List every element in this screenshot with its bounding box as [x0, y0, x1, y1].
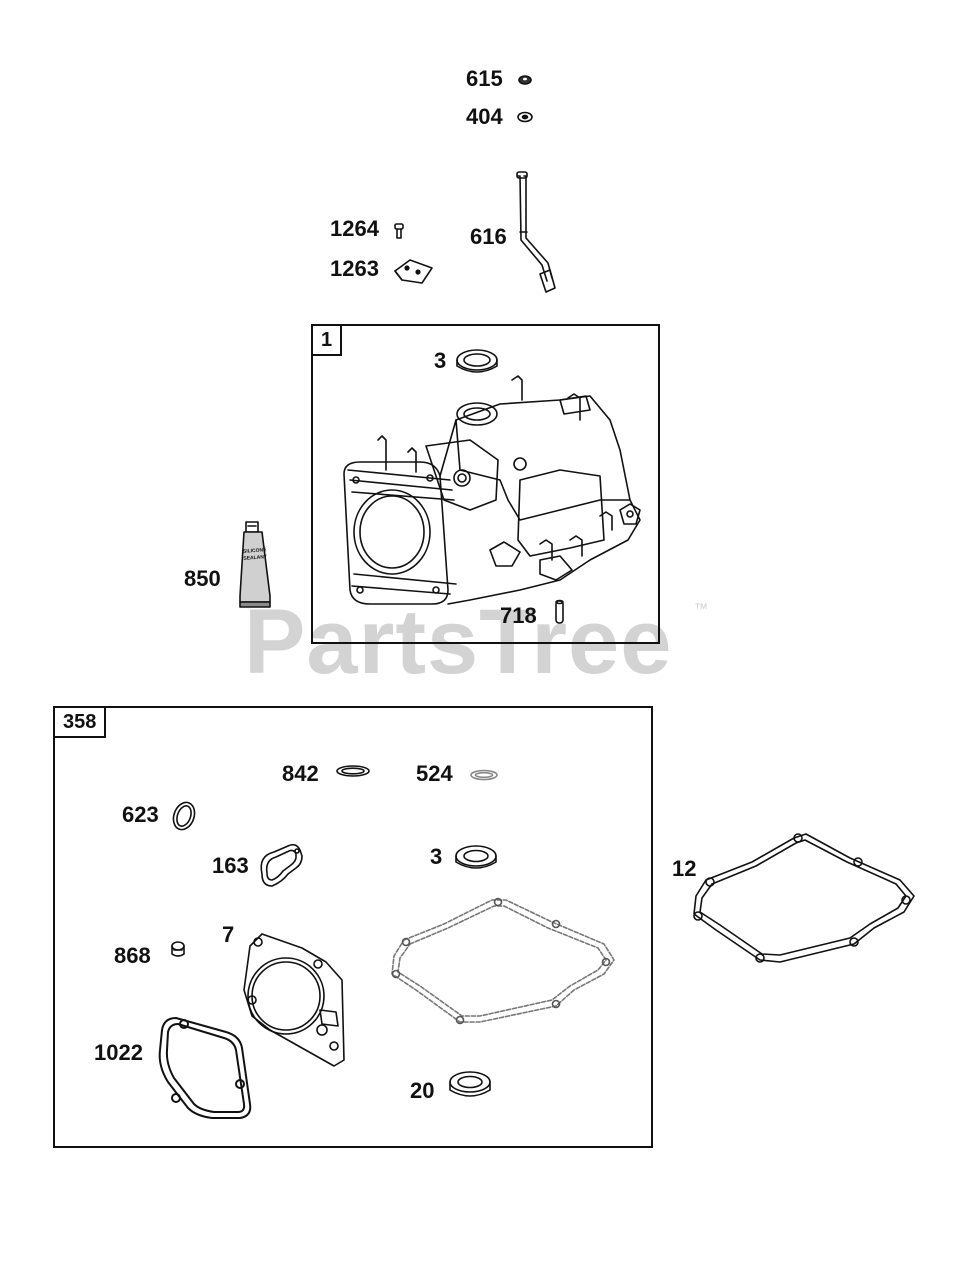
- part-850-sealant-tube: [239, 521, 271, 608]
- part-524-oring: [470, 769, 498, 781]
- part-623-oring: [172, 801, 196, 831]
- label-20: 20: [410, 1078, 435, 1103]
- part-718-pin: [555, 599, 564, 624]
- label-868: 868: [114, 943, 151, 968]
- part-3-seal-lower: [455, 845, 497, 869]
- label-616: 616: [470, 224, 507, 249]
- label-842: 842: [282, 761, 319, 786]
- watermark-trademark: ™: [694, 600, 708, 616]
- part-12-base-gasket: [693, 833, 915, 963]
- part-1264-screw: [394, 223, 404, 239]
- part-868-plug: [171, 941, 185, 957]
- cylinder-assembly-box: 1: [311, 324, 660, 644]
- part-1-cylinder-block: [343, 375, 641, 605]
- tube-text-line2: SEALANT: [243, 554, 267, 562]
- part-615-nut: [518, 75, 532, 85]
- label-163: 163: [212, 853, 249, 878]
- label-615: 615: [466, 66, 503, 91]
- label-623: 623: [122, 802, 159, 827]
- part-7-head-gasket: [243, 933, 345, 1067]
- label-3-lower: 3: [430, 844, 443, 869]
- part-842-oring: [336, 765, 370, 777]
- part-20-seal: [449, 1071, 491, 1097]
- part-1022-rocker-gasket: [158, 1017, 252, 1119]
- label-1264: 1264: [330, 216, 379, 241]
- label-12: 12: [672, 856, 697, 881]
- label-1263: 1263: [330, 256, 379, 281]
- tube-text-line1: SILICONE: [243, 547, 268, 555]
- part-404-washer: [517, 111, 533, 123]
- label-524: 524: [416, 761, 453, 786]
- label-404: 404: [466, 104, 503, 129]
- part-358-crankcase-gasket: [391, 899, 615, 1023]
- label-1022: 1022: [94, 1040, 143, 1065]
- gasket-set-tag: 358: [55, 708, 107, 738]
- gasket-set-box: 358: [53, 706, 653, 1148]
- label-3-upper: 3: [434, 348, 447, 373]
- label-850: 850: [184, 566, 221, 591]
- label-718: 718: [500, 603, 537, 628]
- part-163-gasket: [260, 843, 303, 887]
- part-616-tube: [516, 171, 556, 293]
- label-7: 7: [222, 922, 235, 947]
- cylinder-box-tag: 1: [313, 326, 343, 356]
- part-1263-plate: [394, 259, 433, 284]
- part-3-seal-upper: [456, 349, 498, 373]
